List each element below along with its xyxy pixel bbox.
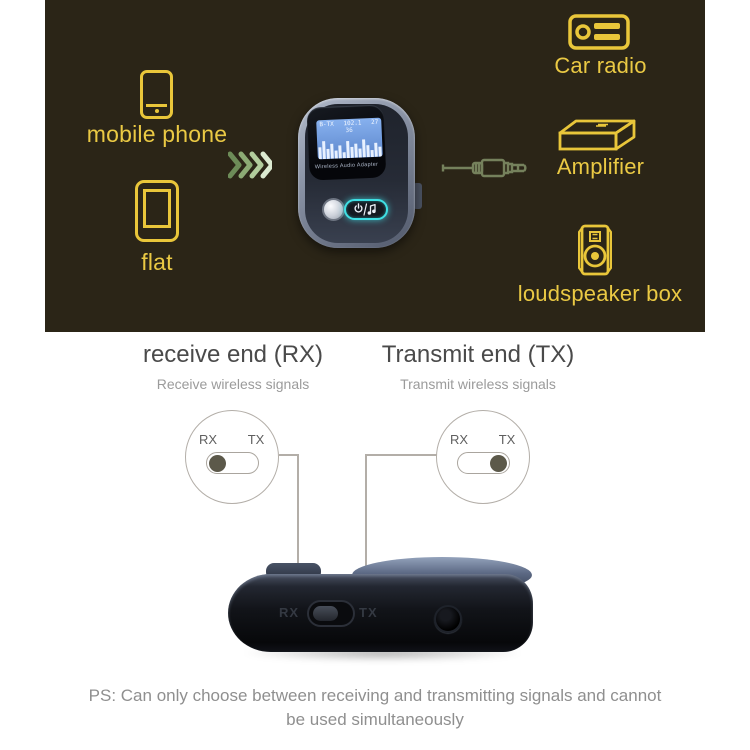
chevron-arrows-icon [228,151,272,179]
rx-mode-toggle [206,452,259,474]
adapter-round-button [322,198,345,221]
car-radio-label: Car radio [554,53,647,78]
footnote-line2: be used simultaneously [286,710,464,729]
footnote-line1: PS: Can only choose between receiving an… [88,686,662,705]
transmit-mode-title: Transmit end (TX) [381,341,575,368]
physical-switch-knob [313,606,338,621]
tx-callout-line-v [365,454,367,577]
adapter-lcd-screen: B-TX 102.1 27 36 [316,117,383,160]
lcd-equalizer-bars [318,139,382,160]
toggle-knob-rx-position [209,454,226,472]
aux-port-hole [434,605,462,633]
car-radio-icon [568,14,630,50]
tx-position-label: TX [247,432,265,447]
receive-mode-subtitle: Receive wireless signals [156,376,310,392]
aux-jack-icon [441,158,527,178]
adapter-power-music-button [344,199,388,220]
power-music-icon [354,203,376,216]
mobile-phone-label: mobile phone [86,121,228,147]
amplifier-label: Amplifier [556,154,645,179]
tx-mode-toggle [457,452,510,474]
rx-position-label: RX [449,432,469,447]
rx-position-label: RX [198,432,218,447]
tx-switch-detail-circle: RX TX [436,410,530,504]
device-side-view [228,574,533,652]
rx-switch-detail-circle: RX TX [185,410,279,504]
rx-engraving: RX [279,605,300,620]
transmit-mode-subtitle: Transmit wireless signals [400,376,556,392]
physical-rx-tx-switch [307,600,355,627]
loudspeaker-label: loudspeaker box [517,281,683,306]
tx-callout-line-h [365,454,437,456]
rx-callout-line-v [297,454,299,577]
toggle-knob-tx-position [490,454,507,472]
mobile-phone-icon [140,70,173,119]
tx-engraving: TX [359,605,378,620]
tablet-label: flat [141,249,173,275]
rx-callout-line-h [279,454,298,456]
tablet-icon [135,180,179,242]
lcd-battery-text: 27 [370,118,379,127]
loudspeaker-icon [578,224,612,276]
receive-mode-title: receive end (RX) [142,341,324,368]
tx-position-label: TX [498,432,516,447]
device-side-key [413,183,422,209]
amplifier-icon [558,119,636,151]
lcd-mode-text: B-TX [319,120,334,129]
connection-diagram-panel: mobile phone flat B-TX 102.1 27 36 [45,0,705,332]
